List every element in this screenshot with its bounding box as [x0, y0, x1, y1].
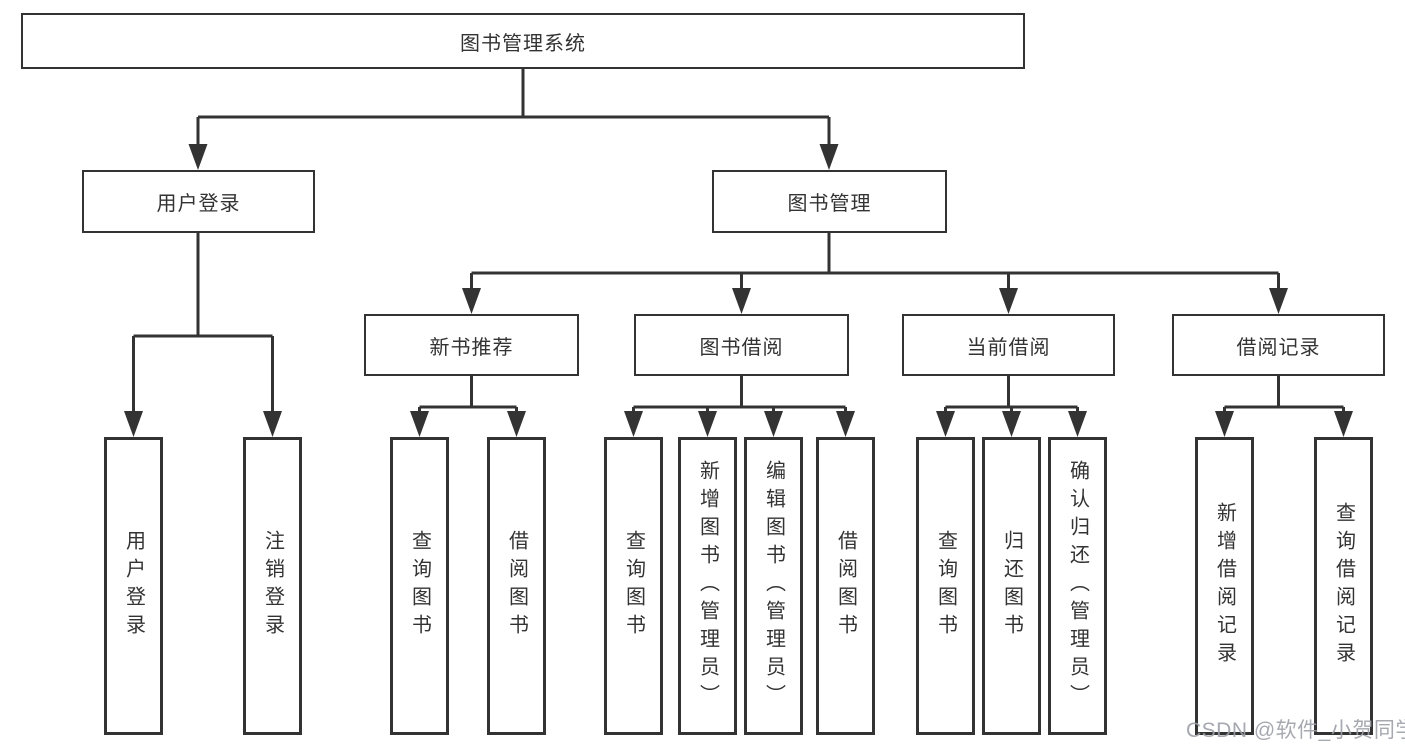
node-label: 注销登录 [261, 530, 284, 642]
node-label: 编辑图书（管理员） [762, 460, 785, 712]
node-label: 查询借阅记录 [1332, 502, 1355, 670]
leaf-add-books-admin: 新增图书（管理员） [678, 437, 737, 735]
node-label: 新增图书（管理员） [696, 460, 719, 712]
leaf-borrow-books-recommend: 借阅图书 [487, 437, 546, 735]
node-label: 新增借阅记录 [1213, 502, 1236, 670]
node-label: 图书借阅 [699, 336, 784, 359]
node-label: 查询图书 [934, 530, 957, 642]
leaf-query-books-recommend: 查询图书 [390, 437, 449, 735]
node-label: 图书管理 [787, 193, 872, 215]
node-label: 查询图书 [622, 530, 645, 642]
node-label: 借阅图书 [834, 530, 857, 642]
node-label: 用户登录 [122, 530, 145, 642]
leaf-borrow-books-borrowing: 借阅图书 [816, 437, 875, 735]
node-current-borrowing: 当前借阅 [902, 314, 1115, 376]
node-label: 新书推荐 [429, 336, 514, 359]
leaf-edit-books-admin: 编辑图书（管理员） [744, 437, 803, 735]
leaf-logout: 注销登录 [243, 437, 302, 735]
node-label: 用户登录 [156, 193, 241, 215]
csdn-watermark: CSDN @软件_小贺同学 [1186, 719, 1405, 742]
node-label: 确认归还（管理员） [1066, 460, 1089, 712]
leaf-query-books-current: 查询图书 [916, 437, 975, 735]
node-user-login: 用户登录 [82, 170, 315, 233]
node-borrowing-records: 借阅记录 [1172, 314, 1385, 376]
node-label: 当前借阅 [966, 336, 1051, 359]
node-label: 借阅图书 [505, 530, 528, 642]
leaf-query-books-borrowing: 查询图书 [604, 437, 663, 735]
node-new-book-recommendation: 新书推荐 [364, 314, 579, 376]
node-label: 查询图书 [408, 530, 431, 642]
leaf-user-login: 用户登录 [104, 437, 163, 735]
node-book-management: 图书管理 [712, 170, 947, 233]
node-label: 归还图书 [1000, 530, 1023, 642]
node-book-borrowing: 图书借阅 [634, 314, 849, 376]
leaf-return-books: 归还图书 [982, 437, 1041, 735]
node-label: 借阅记录 [1236, 336, 1321, 359]
node-label: 图书管理系统 [460, 32, 586, 55]
leaf-confirm-return-admin: 确认归还（管理员） [1048, 437, 1107, 735]
node-library-management-system: 图书管理系统 [21, 13, 1025, 69]
leaf-add-borrow-record: 新增借阅记录 [1195, 437, 1254, 735]
leaf-query-borrow-record: 查询借阅记录 [1314, 437, 1373, 735]
